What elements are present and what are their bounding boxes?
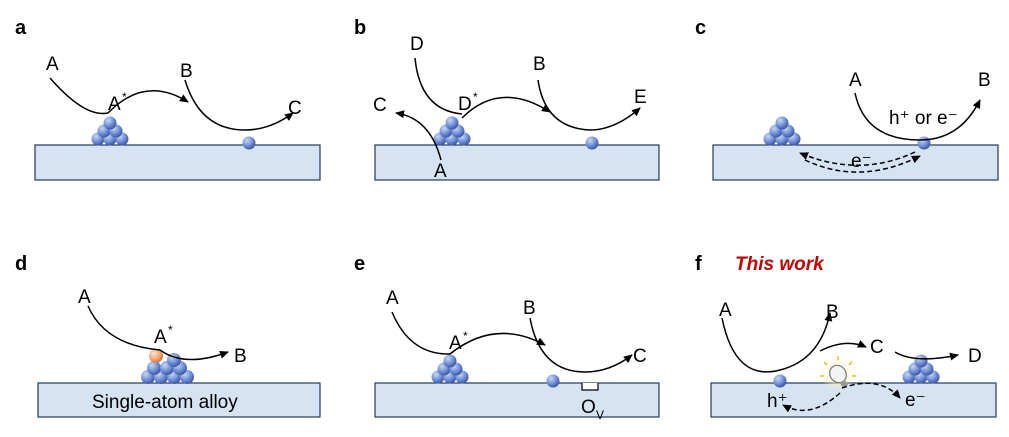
oxygen-vacancy-notch: [581, 383, 599, 391]
electron-label: e⁻: [905, 390, 926, 411]
panel-label-a: a: [15, 17, 27, 39]
electron-transfer-arrow: [804, 155, 921, 173]
species-label: C: [870, 337, 884, 358]
single-atom-site: [773, 374, 787, 388]
migration-arrow: [449, 332, 546, 355]
species-label: C: [288, 98, 302, 119]
reaction-arrow: [537, 79, 641, 131]
product-arrow: [395, 110, 442, 161]
superscript: *: [473, 90, 478, 104]
migration-arrow: [107, 90, 189, 114]
dopant-atom: [149, 349, 163, 363]
single-atom-site: [585, 136, 599, 150]
panel-a: a A A * B C: [15, 17, 321, 181]
panel-f: f This work A: [695, 253, 997, 418]
support-slab: [374, 144, 660, 181]
panel-label-d: d: [15, 253, 27, 275]
single-atom-site: [917, 136, 931, 150]
vacancy-label: O: [581, 397, 596, 418]
species-label: B: [533, 54, 546, 75]
reaction-arrow: [529, 317, 633, 373]
superscript: *: [463, 329, 468, 343]
metal-cluster: [902, 354, 940, 384]
support-slab: [34, 144, 321, 181]
carrier-label: h⁺ or e⁻: [889, 108, 958, 129]
migration-arrow: [819, 340, 867, 352]
support-slab: [712, 144, 999, 181]
species-label: B: [523, 298, 536, 319]
reaction-arrow: [87, 305, 161, 351]
species-label: A: [849, 70, 862, 91]
species-label: B: [180, 61, 193, 82]
reaction-arrow: [49, 77, 109, 115]
panel-c: c A B h⁺ or e⁻ e⁻: [695, 17, 999, 181]
alloy-cluster: [141, 349, 194, 384]
reaction-arrow: [391, 311, 451, 355]
species-label: C: [633, 346, 647, 367]
electron-transfer-arrow: [799, 151, 916, 166]
hole-transfer-arrow: [782, 392, 841, 413]
single-atom-site: [546, 374, 560, 388]
species-label: A: [108, 94, 121, 115]
migration-arrow: [461, 96, 551, 119]
species-label: A: [434, 161, 447, 182]
single-atom-site: [242, 136, 256, 150]
reaction-arrow: [414, 57, 463, 115]
superscript: *: [122, 90, 127, 104]
species-label: E: [634, 87, 647, 108]
reaction-arrow: [721, 312, 833, 373]
species-label: B: [978, 70, 991, 91]
species-label: B: [826, 302, 839, 323]
superscript: *: [168, 323, 173, 337]
panel-label-b: b: [354, 17, 366, 39]
product-arrow: [159, 349, 229, 361]
reaction-arrow: [184, 79, 294, 131]
species-label: D: [458, 94, 472, 115]
panel-label-c: c: [695, 17, 706, 39]
support-slab: [710, 382, 997, 418]
species-label: A: [719, 300, 732, 321]
species-label: A: [46, 54, 59, 75]
panel-label-e: e: [354, 253, 365, 275]
species-label: D: [410, 34, 424, 55]
reaction-arrow: [894, 351, 959, 361]
this-work-note: This work: [735, 254, 825, 275]
species-label: A: [449, 333, 462, 354]
metal-cluster: [433, 116, 471, 146]
species-label: A: [386, 288, 399, 309]
species-label: C: [373, 95, 387, 116]
metal-cluster: [91, 116, 129, 146]
species-label: D: [968, 346, 982, 367]
metal-cluster: [431, 354, 469, 384]
electron-label: e⁻: [851, 151, 872, 172]
electron-transfer-arrow: [841, 382, 901, 399]
hole-label: h⁺: [767, 391, 788, 412]
reaction-arrow: [854, 92, 981, 141]
metal-cluster: [763, 116, 801, 146]
panel-label-f: f: [695, 253, 702, 275]
support-slab: [374, 382, 660, 418]
species-label: A: [78, 287, 91, 308]
support-label: Single-atom alloy: [92, 392, 238, 413]
light-bulb-icon: [820, 356, 856, 392]
panel-b: b D C D * B E A: [354, 17, 660, 182]
support-slab: [37, 382, 321, 418]
panel-d: d A A * B Single-atom alloy: [15, 253, 321, 418]
species-label: A: [154, 327, 167, 348]
species-label: B: [234, 346, 247, 367]
subscript: V: [596, 408, 604, 422]
panel-e: e A A * B C O V: [354, 253, 660, 422]
